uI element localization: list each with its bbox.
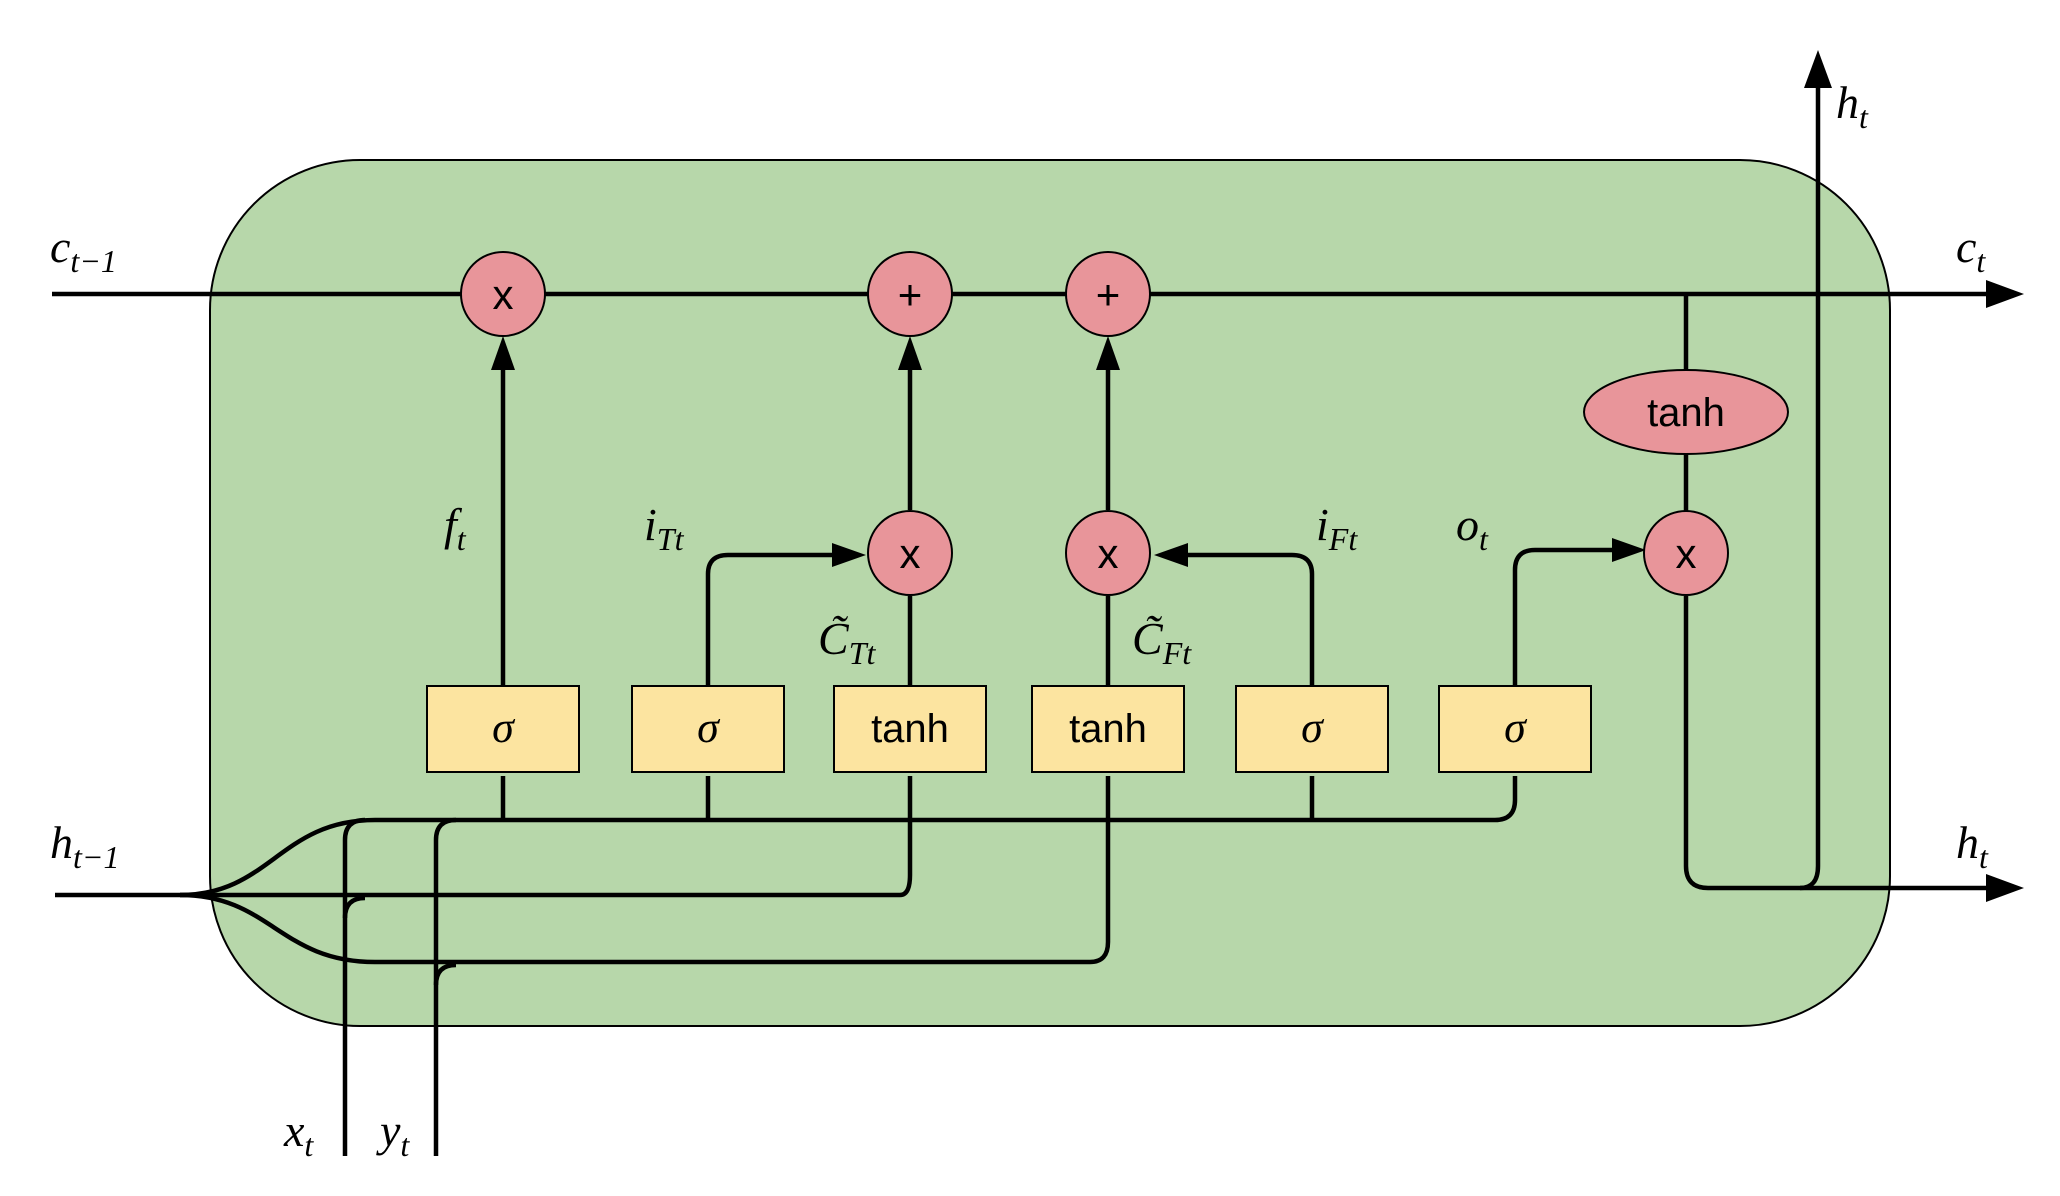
multiply-t-symbol: x bbox=[900, 530, 921, 577]
label-h-prev: ht−1 bbox=[50, 817, 119, 875]
arrowheads bbox=[491, 50, 2024, 902]
output-tanh-label: tanh bbox=[1647, 391, 1725, 435]
label-i-f: iFt bbox=[1316, 499, 1358, 557]
gate-forget-label: σ bbox=[492, 703, 516, 752]
output-gate-wire bbox=[1512, 547, 1612, 685]
forget-multiply-op: x bbox=[460, 251, 546, 337]
gate-candidate-f-label: tanh bbox=[1069, 707, 1147, 751]
arrow-forget-up bbox=[491, 336, 515, 370]
gate-input-f-label: σ bbox=[1301, 703, 1325, 752]
arrow-input-f bbox=[1154, 543, 1188, 567]
label-c-next: ct bbox=[1956, 221, 1986, 279]
gate-output-label: σ bbox=[1504, 703, 1528, 752]
arrow-c-next bbox=[1986, 280, 2024, 308]
add-t-symbol: + bbox=[898, 271, 923, 318]
gate-candidate-f: tanh bbox=[1031, 685, 1185, 773]
gate-candidate-t-label: tanh bbox=[871, 707, 949, 751]
multiply-f-symbol: x bbox=[1098, 530, 1119, 577]
output-tanh-op: tanh bbox=[1583, 369, 1789, 455]
label-h-up: ht bbox=[1836, 77, 1869, 135]
input-t-wire bbox=[705, 552, 832, 685]
arrow-input-t bbox=[832, 543, 866, 567]
label-h-next: ht bbox=[1956, 817, 1989, 875]
output-multiply-op: x bbox=[1643, 510, 1729, 596]
x-input-wire bbox=[342, 817, 366, 1156]
label-x-in: xt bbox=[283, 1105, 314, 1163]
arrow-h-up bbox=[1804, 50, 1832, 88]
connections bbox=[52, 78, 1990, 1156]
h-prev-top-bus bbox=[179, 776, 1518, 898]
multiply-t-op: x bbox=[867, 510, 953, 596]
label-c-tilde-t: C̃Tt bbox=[818, 613, 876, 671]
add-t-op: + bbox=[867, 251, 953, 337]
cell-background bbox=[209, 159, 1891, 1027]
output-to-h-wire bbox=[1683, 596, 1990, 891]
h-up-wire bbox=[1799, 78, 1821, 891]
add-f-symbol: + bbox=[1096, 271, 1121, 318]
add-f-op: + bbox=[1065, 251, 1151, 337]
arrow-add-t-up bbox=[898, 336, 922, 370]
output-multiply-symbol: x bbox=[1676, 530, 1697, 577]
label-i-t: iTt bbox=[644, 499, 685, 557]
label-c-prev: ct−1 bbox=[50, 221, 117, 279]
label-y-in: yt bbox=[376, 1105, 410, 1163]
gate-forget: σ bbox=[426, 685, 580, 773]
x-input-branch bbox=[342, 895, 366, 919]
gate-input-t: σ bbox=[631, 685, 785, 773]
h-prev-main bbox=[55, 776, 913, 898]
y-input-branch bbox=[433, 962, 457, 986]
multiply-f-op: x bbox=[1065, 510, 1151, 596]
label-o: ot bbox=[1456, 499, 1489, 557]
input-f-wire bbox=[1188, 552, 1315, 685]
label-c-tilde-f: C̃Ft bbox=[1132, 613, 1192, 671]
gate-input-f: σ bbox=[1235, 685, 1389, 773]
y-input-wire bbox=[433, 817, 457, 1156]
arrow-output-gate bbox=[1612, 538, 1646, 562]
gate-output: σ bbox=[1438, 685, 1592, 773]
forget-multiply-symbol: x bbox=[493, 271, 514, 318]
gate-input-t-label: σ bbox=[697, 703, 721, 752]
gate-candidate-t: tanh bbox=[833, 685, 987, 773]
arrow-h-next bbox=[1986, 874, 2024, 902]
arrow-add-f-up bbox=[1096, 336, 1120, 370]
